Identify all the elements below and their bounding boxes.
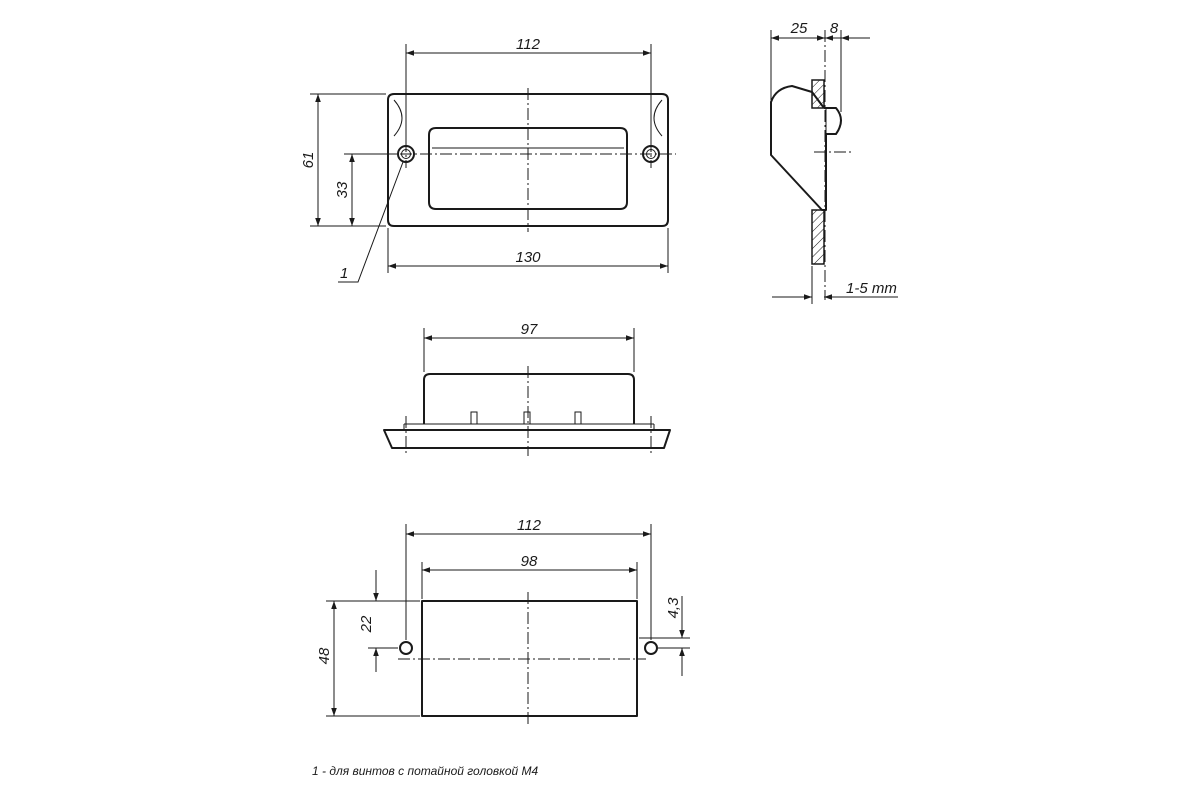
callout-number: 1 [340, 265, 348, 282]
front-view: 112 130 61 33 1 [300, 36, 676, 283]
top-body-outline [423, 373, 635, 424]
side-handle-profile [770, 85, 842, 211]
front-plate-outline [387, 93, 669, 227]
top-plate-step-left [403, 423, 424, 430]
side-panel-section-top [811, 79, 825, 109]
top-view: 97 [383, 321, 671, 456]
callout-leader [338, 161, 404, 283]
dim-front-hole-height: 33 [334, 181, 351, 198]
dim-side-depth: 25 [790, 20, 808, 37]
dim-cutout-hole-offset: 4,3 [665, 597, 682, 619]
top-screw-boss [523, 411, 531, 425]
dim-side-panel-thickness: 1-5 mm [846, 280, 897, 297]
dim-front-height: 61 [300, 152, 317, 169]
dim-cutout-height: 48 [316, 647, 333, 664]
top-screw-boss [574, 411, 582, 425]
top-screw-boss [470, 411, 478, 425]
dim-top-body-width: 97 [521, 321, 538, 338]
cutout-view: 112 98 48 22 4,3 [316, 517, 690, 724]
cutout-screw-hole-right [644, 641, 658, 655]
dim-front-width-holes: 112 [516, 36, 541, 53]
dim-cutout-hole-spacing: 112 [517, 517, 542, 534]
dim-cutout-width: 98 [521, 553, 538, 570]
dim-front-width-total: 130 [515, 249, 541, 266]
top-plate-outline [383, 429, 671, 449]
side-view: 25 8 1-5 mm [770, 20, 898, 304]
side-panel-section-bottom [811, 209, 825, 265]
front-recess-outline [428, 127, 628, 210]
dim-side-flange: 8 [830, 20, 839, 37]
footnote: 1 - для винтов с потайной головкой М4 [312, 764, 539, 778]
front-plate-corner-arc-right [653, 99, 663, 137]
cutout-screw-hole-left [399, 641, 413, 655]
dim-cutout-hole-height: 22 [358, 615, 375, 633]
front-plate-corner-arc-left [393, 99, 403, 137]
